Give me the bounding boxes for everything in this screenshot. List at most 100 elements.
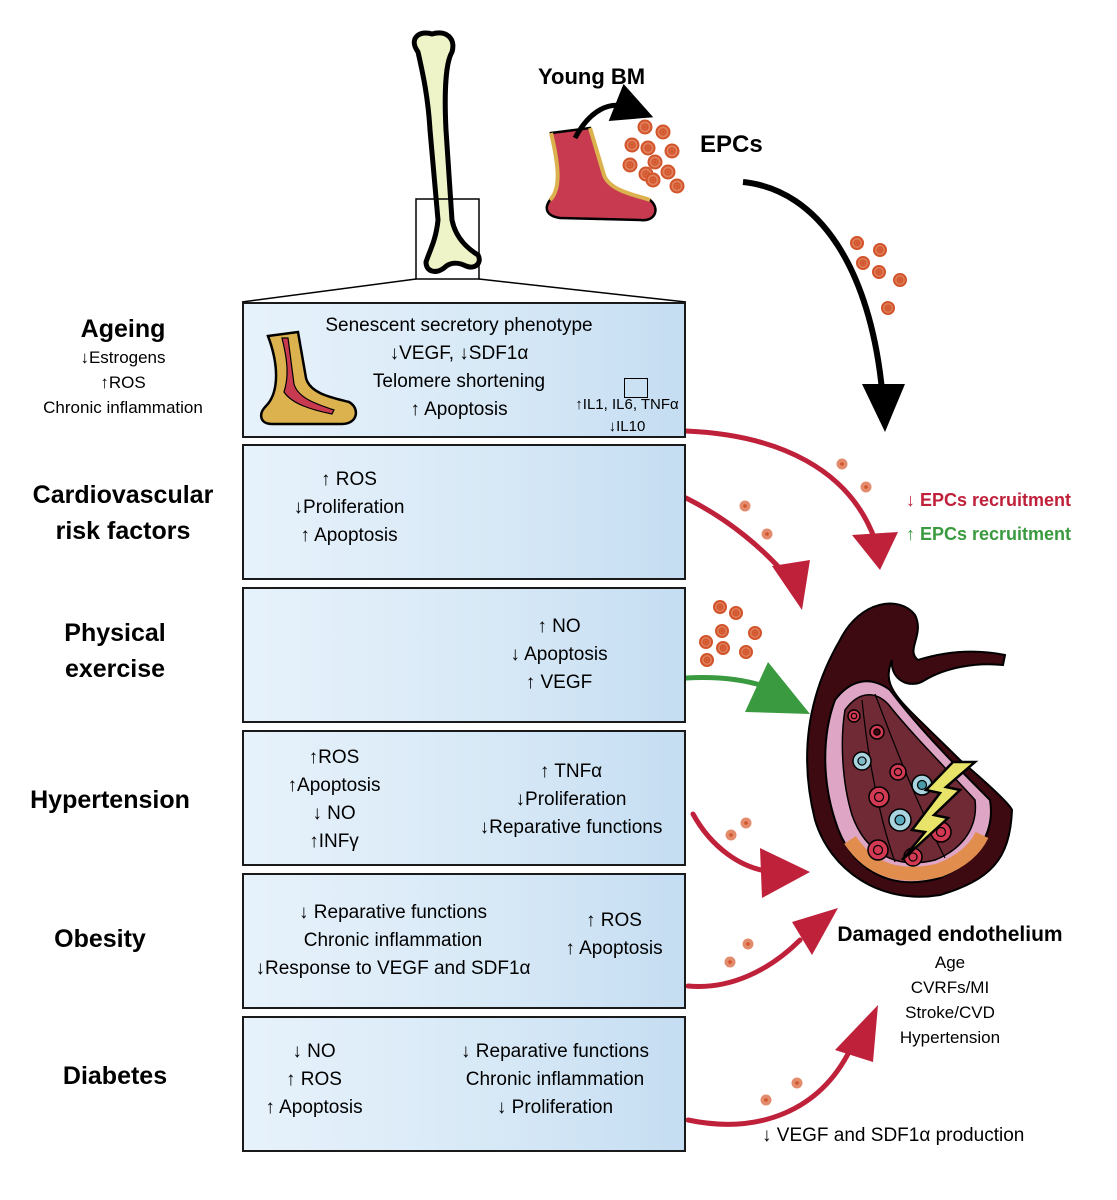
aged-bone-marrow-icon <box>259 330 358 426</box>
hypertension-right-text: ↑ TNFα ↓Proliferation ↓Reparative functi… <box>466 758 676 842</box>
femur-bone-icon <box>411 30 482 274</box>
epc-cell <box>624 137 640 153</box>
condition-title-exercise: Physical exercise <box>0 615 235 687</box>
epc-cell <box>664 143 680 159</box>
panel-diabetes: ↓ NO ↑ ROS ↑ Apoptosis ↓ Reparative func… <box>242 1016 686 1152</box>
epc-cell <box>742 938 754 950</box>
panel-line: ↓ Proliferation <box>496 1097 614 1118</box>
young-bone-marrow-icon <box>545 126 657 222</box>
epc-cell <box>655 124 671 140</box>
panel-line: ↓ Apoptosis <box>510 644 608 665</box>
panel-line: ↓ Reparative functions <box>461 1041 649 1062</box>
diabetes-left-text: ↓ NO ↑ ROS ↑ Apoptosis <box>254 1038 374 1122</box>
ageing-center-text: Senescent secretory phenotype ↓VEGF, ↓SD… <box>304 312 614 424</box>
blood-cell <box>889 763 907 781</box>
epc-cell <box>660 164 676 180</box>
panel-line: ↓IL10 <box>608 418 646 435</box>
epc-cell <box>713 600 727 614</box>
epc-cell <box>739 645 753 659</box>
panel-line: Senescent secretory phenotype <box>325 315 593 336</box>
panel-line: ↑ TNFα <box>539 761 603 782</box>
panel-line: ↑ VEGF <box>525 672 593 693</box>
panel-line: ↓Proliferation <box>515 789 627 810</box>
damaged-item: Age <box>934 953 966 972</box>
damaged-item: CVRFs/MI <box>910 978 990 997</box>
panel-exercise: ↑ NO ↓ Apoptosis ↑ VEGF <box>242 587 686 723</box>
epc-cell <box>761 528 773 540</box>
exercise-right-text: ↑ NO ↓ Apoptosis ↑ VEGF <box>494 613 624 697</box>
blood-cell <box>888 808 912 832</box>
arrow-diabetes <box>685 1005 878 1127</box>
ageing-factor: ↓Estrogens <box>80 348 166 367</box>
ageing-factor: Chronic inflammation <box>43 398 203 417</box>
epc-cell <box>725 829 737 841</box>
panel-line: ↓ NO <box>292 1041 336 1062</box>
condition-title-obesity: Obesity <box>54 925 146 953</box>
blood-cell <box>847 709 861 723</box>
legend-decrease-recruitment: ↓ EPCs recruitment <box>906 490 1072 510</box>
epc-cell <box>872 265 886 279</box>
legend-increase-recruitment: ↑ EPCs recruitment <box>906 524 1072 544</box>
panel-line: ↑ Apoptosis <box>265 1097 363 1118</box>
panel-line: ↑INFγ <box>309 831 359 852</box>
hypertension-left-text: ↑ROS ↑Apoptosis ↓ NO ↑INFγ <box>264 744 404 856</box>
epc-cell <box>850 236 864 250</box>
title-line: risk factors <box>55 517 191 545</box>
condition-title-ageing: Ageing <box>80 315 166 343</box>
epc-cell <box>729 606 743 620</box>
blood-cell <box>911 774 933 796</box>
condition-title-hypertension: Hypertension <box>30 786 190 814</box>
panel-line: ↑ROS <box>308 747 360 768</box>
panel-line: ↓VEGF, ↓SDF1α <box>389 343 529 364</box>
panel-line: ↑ Apoptosis <box>565 938 663 959</box>
epc-cell <box>637 119 653 135</box>
obesity-left-text: ↓ Reparative functions Chronic inflammat… <box>248 899 538 983</box>
ageing-right-text: ↑IL1, IL6, TNFα ↓IL10 <box>562 394 692 438</box>
footer-note: ↓ VEGF and SDF1α production <box>762 1125 1025 1146</box>
cardiovascular-left-text: ↑ ROS ↓Proliferation ↑ Apoptosis <box>264 466 434 550</box>
arrow-exercise <box>683 662 810 714</box>
panel-hypertension: ↑ROS ↑Apoptosis ↓ NO ↑INFγ ↑ TNFα ↓Proli… <box>242 730 686 866</box>
arrow-cardiovascular <box>683 495 810 610</box>
damaged-endothelium-label: Damaged endothelium Age CVRFs/MI Stroke/… <box>830 920 1070 1050</box>
title-line: Cardiovascular <box>32 481 214 509</box>
epcs-migration-arrow <box>742 179 885 391</box>
ageing-factors: ↓Estrogens ↑ROS Chronic inflammation <box>3 345 243 420</box>
panel-line: ↑Apoptosis <box>287 775 381 796</box>
blood-cell <box>867 839 889 861</box>
epc-cell <box>860 481 872 493</box>
epc-cell <box>669 178 685 194</box>
panel-line: ↑ ROS <box>321 469 377 490</box>
blood-cell <box>852 751 872 771</box>
panel-line: ↑ ROS <box>586 910 642 931</box>
panel-line: ↑ ROS <box>286 1069 342 1090</box>
obesity-right-text: ↑ ROS ↑ Apoptosis <box>554 907 674 963</box>
epc-cell <box>836 458 848 470</box>
release-arrow <box>572 83 654 140</box>
damaged-endothelium-icon <box>806 602 1014 898</box>
epc-cell <box>724 956 736 968</box>
lightning-icon <box>901 760 979 861</box>
panel-line: Chronic inflammation <box>465 1069 645 1090</box>
condition-title-diabetes: Diabetes <box>62 1062 168 1090</box>
panel-line: ↓Proliferation <box>293 497 405 518</box>
epc-cell <box>715 624 729 638</box>
title-line: Physical <box>64 619 166 647</box>
epc-cell <box>791 1077 803 1089</box>
epc-cell <box>856 256 870 270</box>
panel-line: Chronic inflammation <box>303 930 483 951</box>
young-bm-label: Young BM <box>538 64 646 89</box>
ageing-factor: ↑ROS <box>100 373 146 392</box>
epc-cell <box>647 154 663 170</box>
panel-line: ↑ NO <box>537 616 581 637</box>
panel-line: ↑ Apoptosis <box>410 399 508 420</box>
panel-line: ↑ Apoptosis <box>300 525 398 546</box>
panel-line: ↓Response to VEGF and SDF1α <box>255 958 531 979</box>
epc-cell <box>716 641 730 655</box>
epc-cell <box>622 157 638 173</box>
epc-cell <box>760 1094 772 1106</box>
epc-cell <box>640 140 656 156</box>
blood-cell <box>868 786 890 808</box>
title-line: exercise <box>64 655 166 683</box>
panel-line: Telomere shortening <box>372 371 546 392</box>
